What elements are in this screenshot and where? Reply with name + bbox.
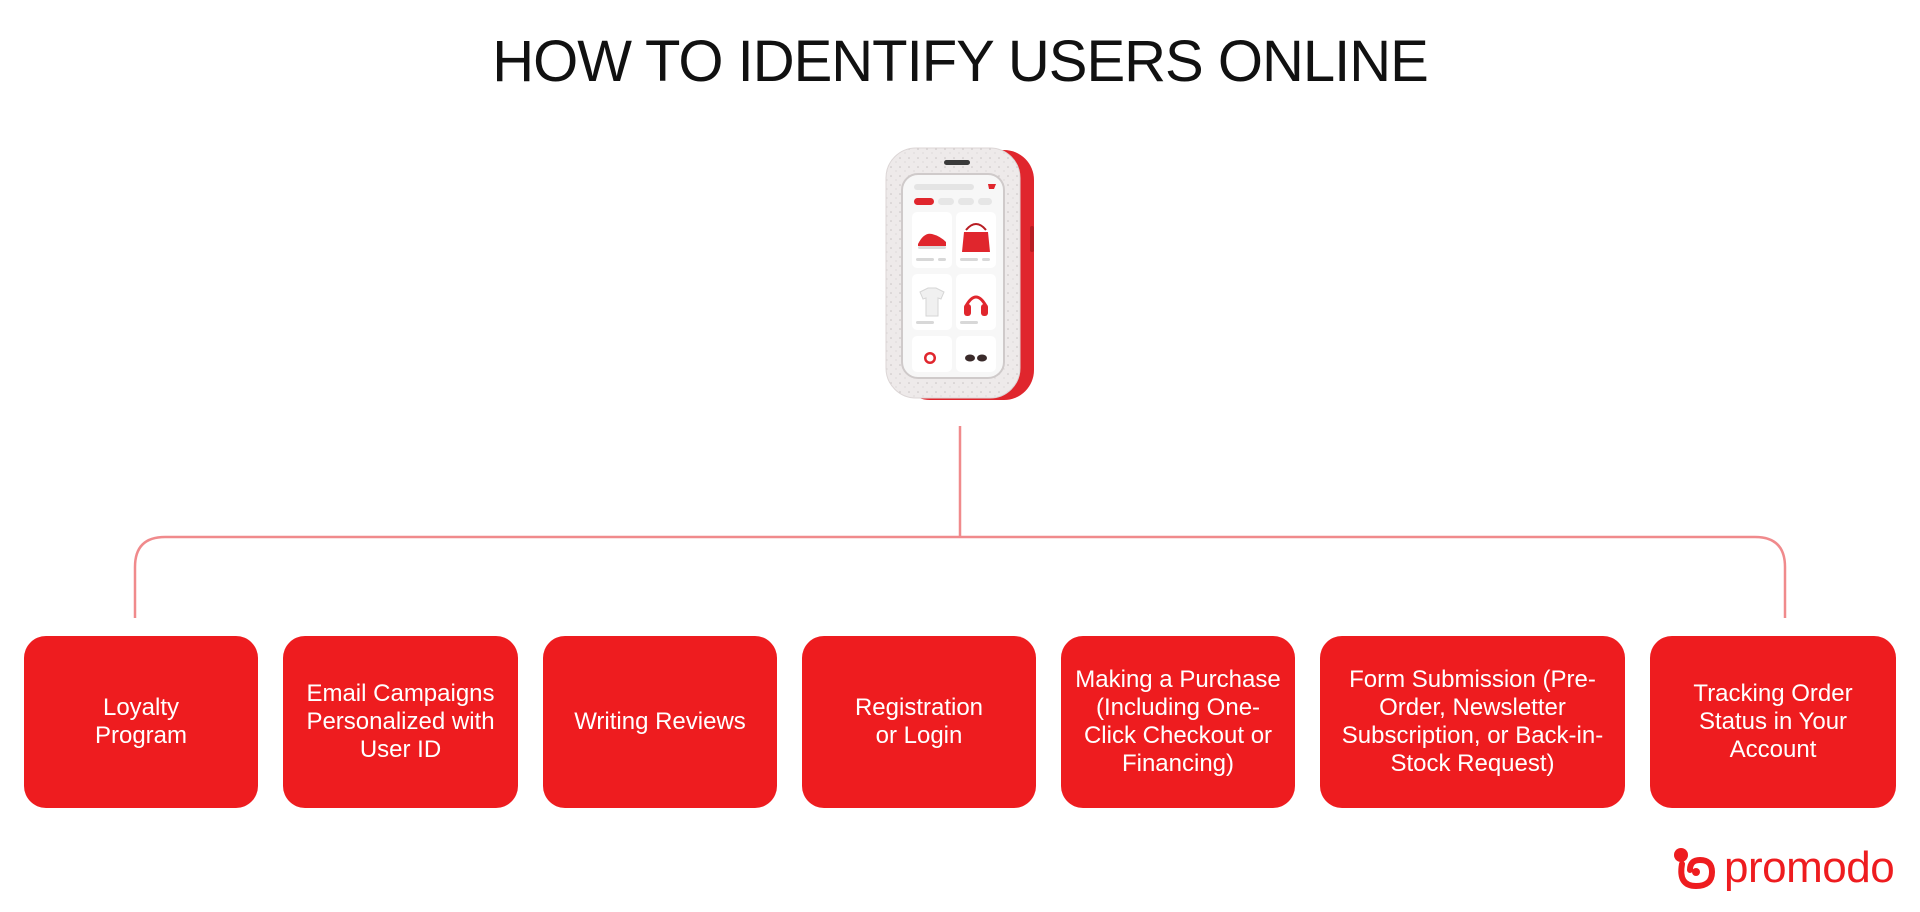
box-registration-login: Registration or Login (802, 636, 1036, 808)
box-label: Registration or Login (854, 694, 984, 749)
box-label: Tracking Order Status in Your Account (1693, 680, 1853, 763)
promodo-logo-icon (1674, 848, 1716, 890)
box-email-campaigns: Email Campaigns Personalized with User I… (283, 636, 518, 808)
box-form-submission: Form Submission (Pre-Order, Newsletter S… (1320, 636, 1625, 808)
connector-bracket (133, 535, 1787, 618)
box-label: Email Campaigns Personalized with User I… (306, 680, 495, 763)
box-making-purchase: Making a Purchase (Including One-Click C… (1061, 636, 1295, 808)
smartphone-shop-icon (880, 146, 1040, 406)
diagram-title: HOW TO IDENTIFY USERS ONLINE (492, 29, 1429, 94)
logo-text: promodo (1724, 843, 1895, 892)
box-label: Making a Purchase (Including One-Click C… (1075, 666, 1281, 777)
promodo-logo: promodo (1672, 843, 1895, 892)
box-label: Loyalty Program (94, 694, 188, 749)
box-tracking-order: Tracking Order Status in Your Account (1650, 636, 1896, 808)
box-writing-reviews: Writing Reviews (543, 636, 777, 808)
box-label: Writing Reviews (574, 708, 746, 735)
box-label: Form Submission (Pre-Order, Newsletter S… (1341, 666, 1604, 777)
box-loyalty-program: Loyalty Program (24, 636, 258, 808)
